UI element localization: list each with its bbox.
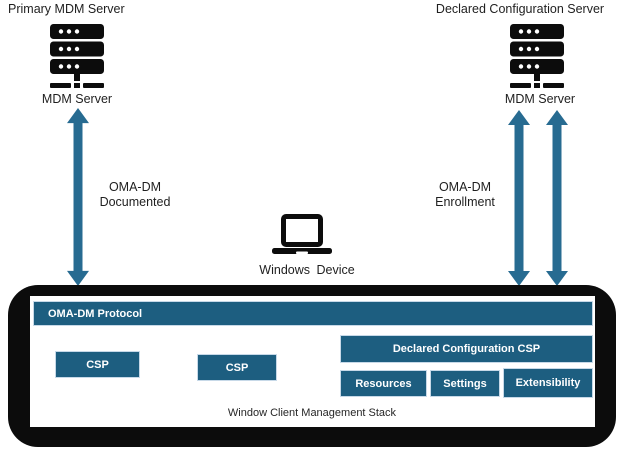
oma-dm-documented-line2: Documented bbox=[99, 195, 171, 209]
stack-caption: Window Client Management Stack bbox=[227, 407, 397, 419]
bidirectional-arrow-icon bbox=[508, 110, 530, 286]
oma-dm-documented-line1: OMA-DM bbox=[108, 180, 162, 194]
settings-box: Settings bbox=[430, 370, 500, 397]
server-icon bbox=[510, 24, 564, 88]
csp-box-left: CSP bbox=[55, 351, 140, 378]
oma-dm-protocol-bar: OMA-DM Protocol bbox=[33, 301, 593, 326]
windows-device-frame: OMA-DM Protocol CSP CSP Declared Configu… bbox=[8, 285, 616, 447]
bidirectional-arrow-icon bbox=[67, 108, 89, 286]
primary-server-caption: MDM Server bbox=[41, 92, 113, 106]
laptop-icon bbox=[272, 214, 332, 258]
declared-server-caption: MDM Server bbox=[504, 92, 576, 106]
oma-dm-enrollment-line1: OMA-DM bbox=[438, 180, 492, 194]
extensibility-box: Extensibility bbox=[503, 368, 593, 398]
server-icon bbox=[50, 24, 104, 88]
bidirectional-arrow-icon bbox=[546, 110, 568, 286]
oma-dm-documented-label: OMA-DM Documented bbox=[75, 180, 195, 210]
primary-mdm-server-title: Primary MDM Server bbox=[8, 2, 125, 16]
declared-configuration-server-title: Declared Configuration Server bbox=[435, 2, 605, 16]
oma-dm-enrollment-line2: Enrollment bbox=[435, 195, 495, 209]
csp-box-middle: CSP bbox=[197, 354, 277, 381]
declared-configuration-csp-box: Declared Configuration CSP bbox=[340, 335, 593, 363]
resources-box: Resources bbox=[340, 370, 427, 397]
oma-dm-enrollment-label: OMA-DM Enrollment bbox=[405, 180, 525, 210]
windows-device-caption: Windows Device bbox=[259, 263, 355, 277]
